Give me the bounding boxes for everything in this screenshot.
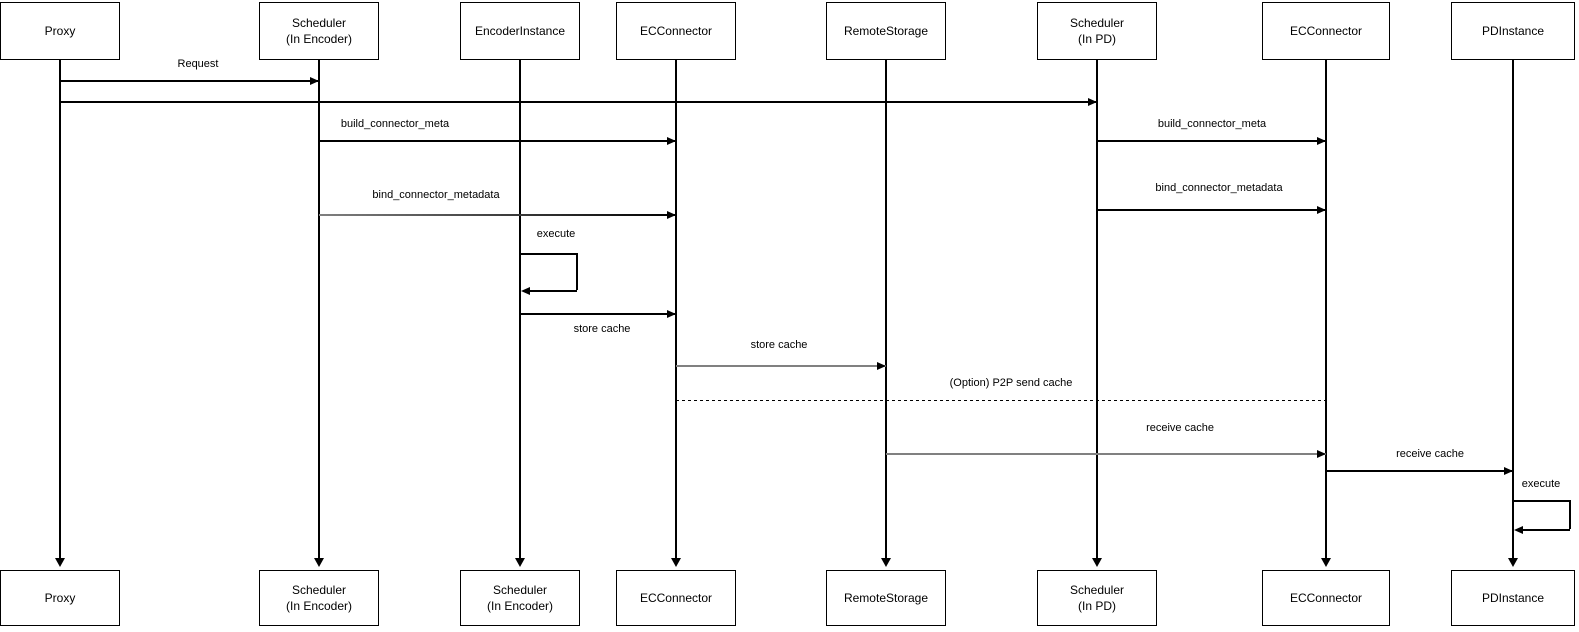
message-arrowhead-icon-request-forward [1088, 97, 1097, 106]
self-call-top-execute-pd [1513, 500, 1570, 502]
message-label-build-connector-meta-pd: build_connector_meta [1155, 118, 1269, 130]
lifeline-arrow-down-icon-pd-instance [1508, 558, 1518, 567]
message-arrowhead-icon-store-cache-remote [877, 361, 886, 370]
message-label-request: Request [175, 58, 221, 70]
lifeline-ec-connector-pd [1325, 60, 1327, 558]
message-label-bind-connector-metadata-encoder: bind_connector_metadata [370, 189, 502, 201]
participant-top-ec-connector-pd: ECConnector [1262, 2, 1390, 60]
participant-top-scheduler-pd: Scheduler (In PD) [1037, 2, 1157, 60]
lifeline-arrow-down-icon-proxy [55, 558, 65, 567]
lifeline-arrow-down-icon-remote-storage [881, 558, 891, 567]
lifeline-encoder-instance [519, 60, 521, 558]
self-call-right-execute-pd [1569, 500, 1571, 529]
self-call-label-execute-pd: execute [1519, 478, 1563, 490]
self-call-right-execute-encoder [576, 253, 578, 290]
lifeline-arrow-down-icon-ec-connector-encoder [671, 558, 681, 567]
lifeline-arrow-down-icon-ec-connector-pd [1321, 558, 1331, 567]
self-call-arrowhead-icon-execute-encoder [521, 286, 530, 295]
message-line-store-cache-remote [676, 365, 886, 367]
self-call-top-execute-encoder [520, 253, 577, 255]
message-line-p2p-send-cache [676, 400, 1326, 402]
message-line-receive-cache-pd [1326, 470, 1513, 472]
participant-top-proxy: Proxy [0, 2, 120, 60]
message-line-request [60, 80, 319, 82]
participant-bottom-scheduler-encoder: Scheduler (In Encoder) [259, 570, 379, 626]
lifeline-remote-storage [885, 60, 887, 558]
participant-top-encoder-instance: EncoderInstance [460, 2, 580, 60]
participant-bottom-proxy: Proxy [0, 570, 120, 626]
message-arrowhead-icon-build-connector-meta-pd [1317, 136, 1326, 145]
participant-bottom-pd-instance: PDInstance [1451, 570, 1575, 626]
message-label-store-cache-remote: store cache [748, 339, 810, 351]
message-line-bind-connector-metadata-encoder [319, 214, 676, 216]
message-arrowhead-icon-bind-connector-metadata-encoder [667, 210, 676, 219]
lifeline-pd-instance [1512, 60, 1514, 558]
message-line-build-connector-meta-pd [1097, 140, 1326, 142]
participant-top-scheduler-encoder: Scheduler (In Encoder) [259, 2, 379, 60]
participant-bottom-remote-storage: RemoteStorage [826, 570, 946, 626]
lifeline-arrow-down-icon-scheduler-pd [1092, 558, 1102, 567]
message-line-build-connector-meta-encoder [319, 140, 676, 142]
message-label-bind-connector-metadata-pd: bind_connector_metadata [1153, 182, 1285, 194]
message-arrowhead-icon-build-connector-meta-encoder [667, 136, 676, 145]
message-line-encoder-store-cache [520, 313, 676, 315]
message-line-receive-cache-ec [886, 453, 1326, 455]
participant-bottom-ec-connector-encoder: ECConnector [616, 570, 736, 626]
participant-top-ec-connector-encoder: ECConnector [616, 2, 736, 60]
self-call-label-execute-encoder: execute [534, 228, 578, 240]
participant-top-remote-storage: RemoteStorage [826, 2, 946, 60]
participant-bottom-ec-connector-pd: ECConnector [1262, 570, 1390, 626]
lifeline-scheduler-pd [1096, 60, 1098, 558]
message-label-build-connector-meta-encoder: build_connector_meta [338, 118, 452, 130]
message-label-p2p-send-cache: (Option) P2P send cache [947, 377, 1075, 389]
message-label-receive-cache-pd: receive cache [1394, 448, 1466, 460]
message-arrowhead-icon-bind-connector-metadata-pd [1317, 205, 1326, 214]
participant-top-pd-instance: PDInstance [1451, 2, 1575, 60]
lifeline-ec-connector-encoder [675, 60, 677, 558]
lifeline-scheduler-encoder [318, 60, 320, 558]
message-label-receive-cache-ec: receive cache [1144, 422, 1216, 434]
message-label-encoder-store-cache: store cache [571, 323, 633, 335]
participant-bottom-encoder-instance: Scheduler (In Encoder) [460, 570, 580, 626]
message-arrowhead-icon-receive-cache-pd [1504, 466, 1513, 475]
message-arrowhead-icon-encoder-store-cache [667, 309, 676, 318]
self-call-bottom-execute-encoder [529, 290, 577, 292]
message-arrowhead-icon-request [310, 76, 319, 85]
message-arrowhead-icon-receive-cache-ec [1317, 449, 1326, 458]
lifeline-arrow-down-icon-scheduler-encoder [314, 558, 324, 567]
self-call-bottom-execute-pd [1522, 529, 1570, 531]
lifeline-arrow-down-icon-encoder-instance [515, 558, 525, 567]
message-line-bind-connector-metadata-pd [1097, 209, 1326, 211]
message-line-request-forward [60, 101, 1097, 103]
lifeline-proxy [59, 60, 61, 558]
participant-bottom-scheduler-pd: Scheduler (In PD) [1037, 570, 1157, 626]
self-call-arrowhead-icon-execute-pd [1514, 525, 1523, 534]
